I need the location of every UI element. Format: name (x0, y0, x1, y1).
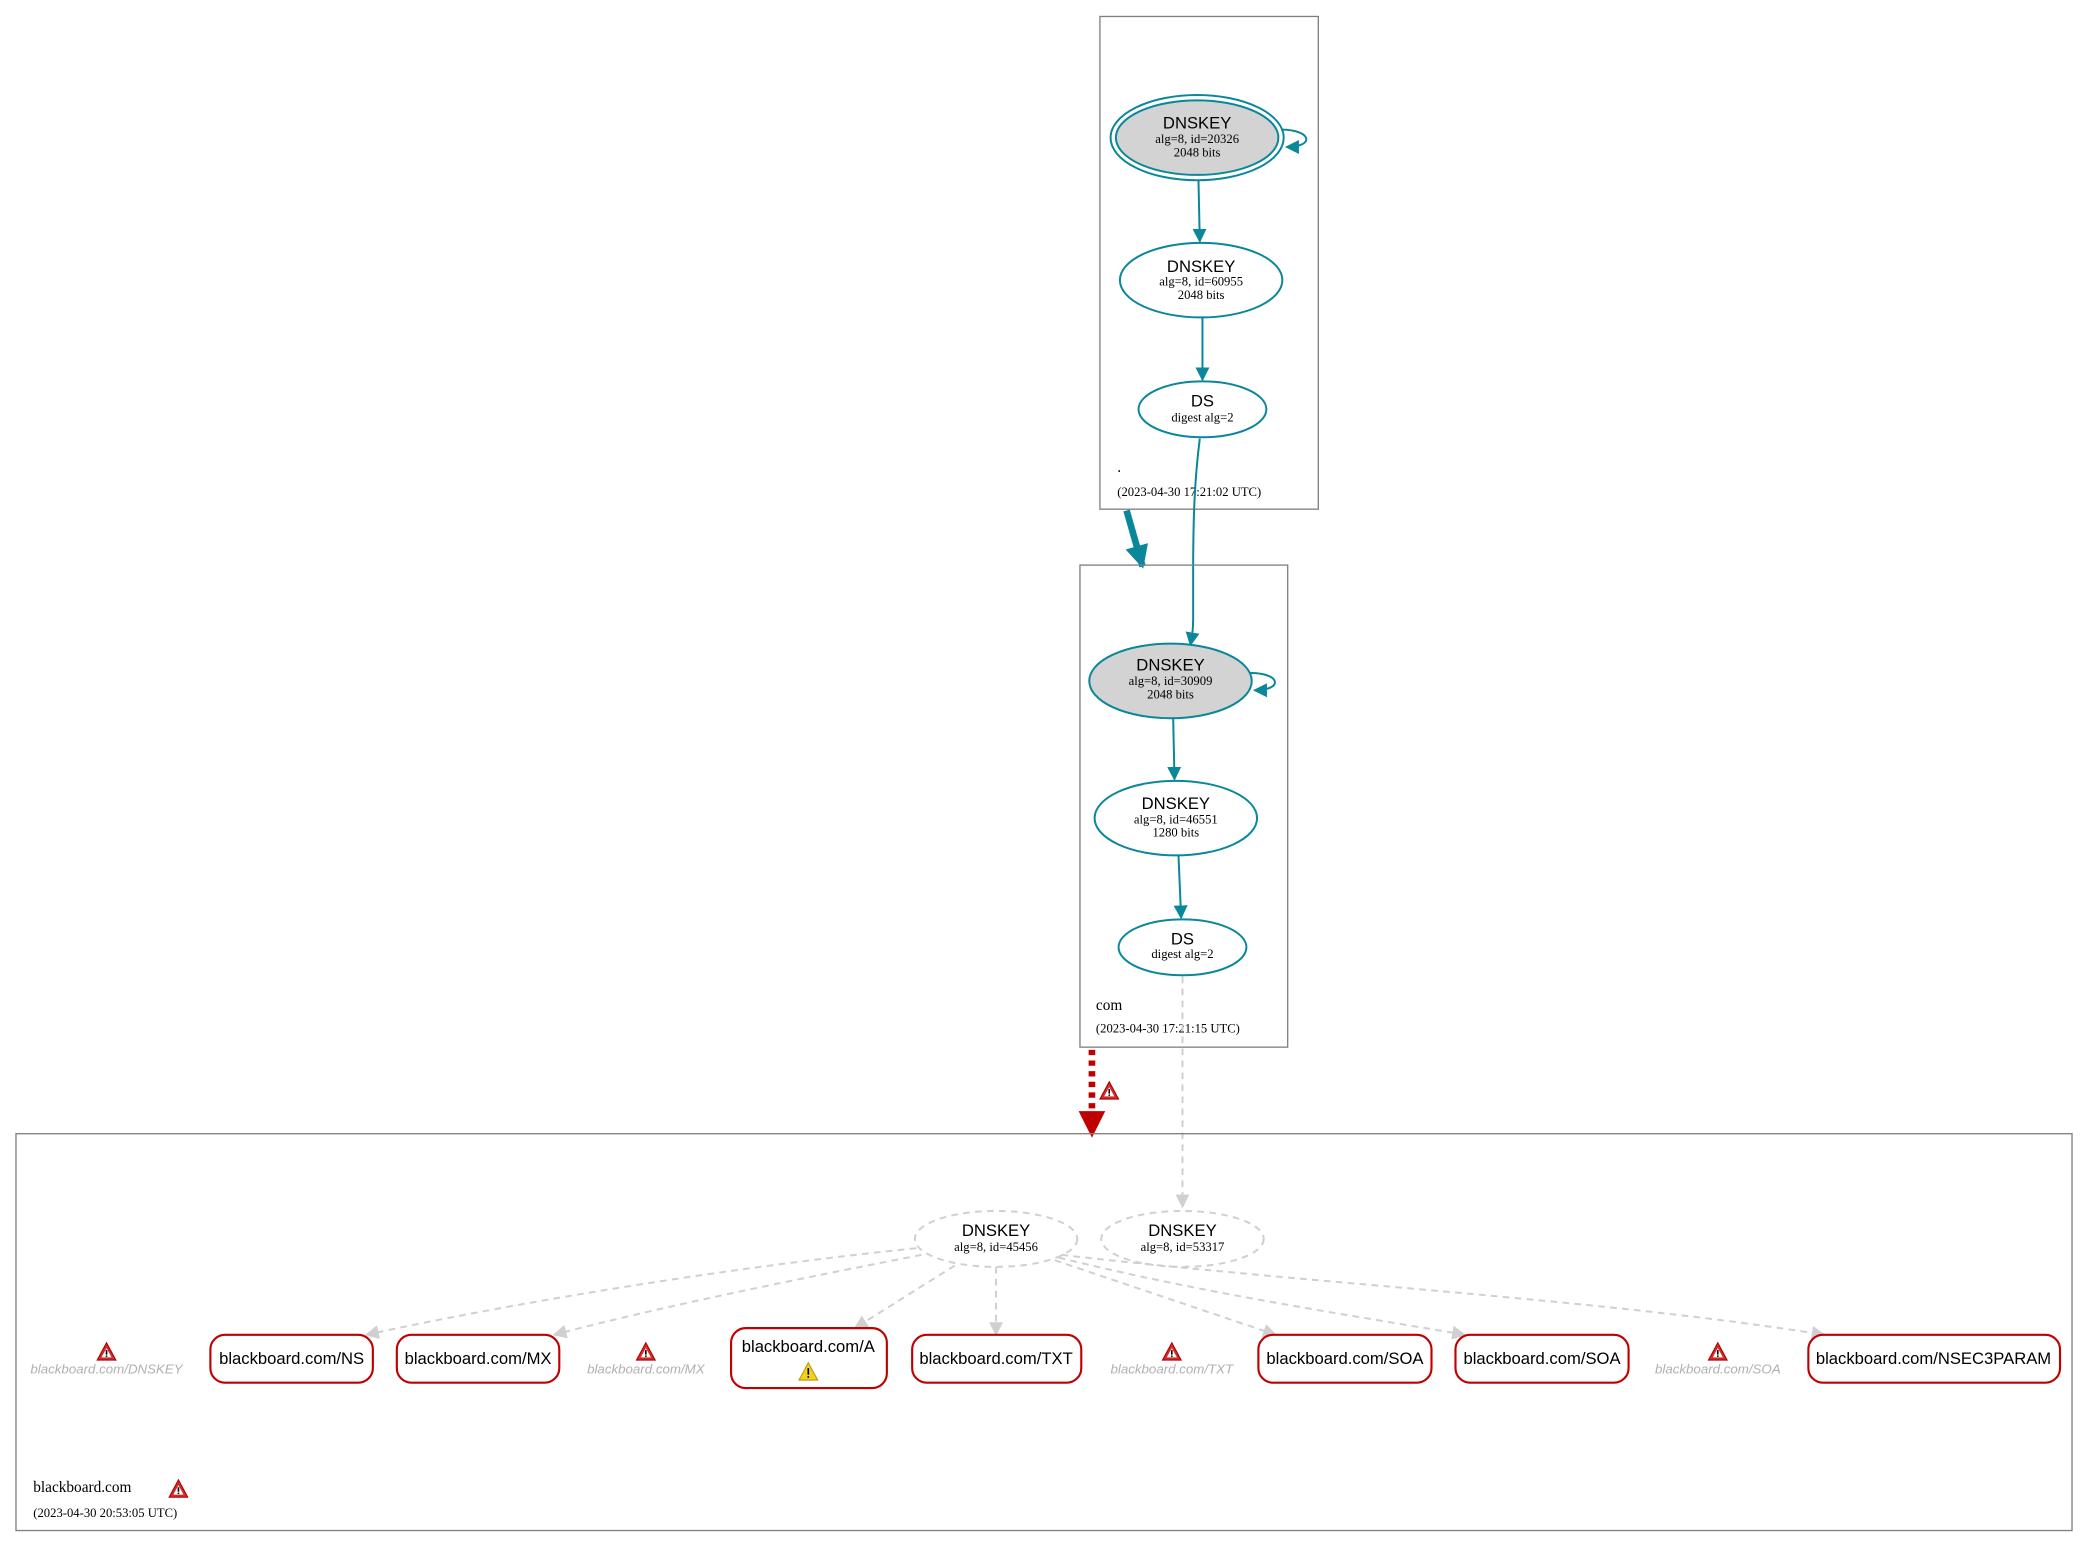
sign-edge (1173, 855, 1188, 920)
warning-icon (168, 1479, 189, 1498)
record-nsec3param[interactable]: blackboard.com/NSEC3PARAM (1807, 1333, 2062, 1384)
sign-edge (1167, 718, 1182, 781)
com-ds-node[interactable]: DS digest alg=2 (1117, 918, 1248, 977)
com-zsk-node[interactable]: DNSKEY alg=8, id=46551 1280 bits (1093, 779, 1259, 857)
missing-txt[interactable]: blackboard.com/TXT (1111, 1342, 1235, 1377)
zone-root-box (1099, 15, 1319, 510)
sign-edge-insecure (1061, 1253, 1826, 1340)
sign-edge (1192, 180, 1207, 243)
missing-label: blackboard.com/MX (587, 1361, 706, 1376)
record-label: blackboard.com/SOA (1266, 1349, 1424, 1368)
sign-edge-insecure (853, 1264, 956, 1329)
root-ds-node[interactable]: DS digest alg=2 (1137, 380, 1268, 439)
record-mx[interactable]: blackboard.com/MX (395, 1333, 561, 1384)
sign-edge-insecure (552, 1253, 922, 1339)
missing-dnskey[interactable]: blackboard.com/DNSKEY (30, 1342, 184, 1377)
node-key-size: 1280 bits (1152, 826, 1199, 840)
node-type: DNSKEY (1136, 655, 1204, 674)
sign-edge-insecure (1054, 1259, 1278, 1338)
missing-label: blackboard.com/DNSKEY (30, 1361, 183, 1376)
missing-label: blackboard.com/SOA (1655, 1361, 1781, 1376)
sign-edge-insecure (364, 1247, 917, 1339)
warning-icon (1161, 1342, 1182, 1361)
root-ksk-node[interactable]: DNSKEY alg=8, id=20326 2048 bits (1109, 94, 1285, 182)
node-key-size: 2048 bits (1147, 687, 1194, 701)
zone-name: . (1117, 459, 1121, 476)
self-sign-edge (1250, 671, 1276, 698)
node-key-info: alg=8, id=60955 (1159, 274, 1243, 288)
node-key-info: alg=8, id=45456 (954, 1240, 1038, 1254)
root-zsk-node[interactable]: DNSKEY alg=8, id=60955 2048 bits (1118, 241, 1284, 319)
zone-name: com (1096, 997, 1122, 1014)
record-txt[interactable]: blackboard.com/TXT (911, 1333, 1083, 1384)
zone-timestamp: (2023-04-30 17:21:15 UTC) (1096, 1022, 1240, 1036)
missing-mx[interactable]: blackboard.com/MX (587, 1342, 706, 1377)
zone-timestamp: (2023-04-30 17:21:02 UTC) (1117, 485, 1261, 499)
delegation-edge-secure (1123, 509, 1148, 569)
node-type: DS (1191, 392, 1214, 411)
record-label: blackboard.com/A (742, 1337, 876, 1356)
zone-root: DNSKEY alg=8, id=20326 2048 bits DNSKEY … (1099, 15, 1319, 510)
zone-com: DNSKEY alg=8, id=30909 2048 bits DNSKEY … (1079, 564, 1289, 1048)
node-key-size: 2048 bits (1178, 288, 1225, 302)
zone-com-box (1079, 564, 1289, 1048)
node-type: DNSKEY (962, 1221, 1030, 1240)
node-type: DNSKEY (1167, 257, 1235, 276)
ds-edge (1185, 438, 1201, 647)
record-label: blackboard.com/SOA (1463, 1349, 1621, 1368)
record-label: blackboard.com/NSEC3PARAM (1816, 1349, 2051, 1368)
com-ksk-node[interactable]: DNSKEY alg=8, id=30909 2048 bits (1088, 642, 1253, 720)
warning-icon (1707, 1342, 1728, 1361)
self-sign-edge (1281, 128, 1308, 154)
node-key-info: alg=8, id=53317 (1141, 1240, 1225, 1254)
node-type: DS (1171, 930, 1194, 949)
zone-timestamp: (2023-04-30 20:53:05 UTC) (33, 1506, 177, 1520)
missing-soa[interactable]: blackboard.com/SOA (1655, 1342, 1781, 1377)
record-label: blackboard.com/MX (405, 1349, 552, 1368)
missing-label: blackboard.com/TXT (1111, 1361, 1235, 1376)
warning-icon (635, 1342, 656, 1361)
warning-icon (96, 1342, 117, 1361)
record-label: blackboard.com/NS (219, 1349, 364, 1368)
zone-blackboard-box (15, 1133, 2073, 1532)
node-type: DNSKEY (1142, 794, 1210, 813)
sign-edge-insecure (1058, 1256, 1467, 1340)
record-soa[interactable]: blackboard.com/SOA (1257, 1333, 1433, 1384)
node-key-info: alg=8, id=20326 (1155, 132, 1239, 146)
record-a[interactable]: blackboard.com/A (730, 1327, 888, 1390)
record-ns[interactable]: blackboard.com/NS (209, 1333, 374, 1384)
node-digest: digest alg=2 (1171, 410, 1233, 424)
node-type: DNSKEY (1163, 113, 1231, 132)
node-digest: digest alg=2 (1151, 947, 1213, 961)
node-type: DNSKEY (1148, 1221, 1216, 1240)
warning-icon (1099, 1081, 1120, 1100)
record-soa[interactable]: blackboard.com/SOA (1454, 1333, 1630, 1384)
node-key-info: alg=8, id=30909 (1129, 674, 1213, 688)
node-key-size: 2048 bits (1174, 145, 1221, 159)
zone-name: blackboard.com (33, 1479, 131, 1496)
zone-blackboard: DNSKEY alg=8, id=45456 DNSKEY alg=8, id=… (15, 1133, 2073, 1532)
dnskey-53317-node[interactable]: DNSKEY alg=8, id=53317 (1100, 1209, 1265, 1268)
dnskey-45456-node[interactable]: DNSKEY alg=8, id=45456 (913, 1209, 1079, 1268)
node-key-info: alg=8, id=46551 (1134, 812, 1218, 826)
record-label: blackboard.com/TXT (919, 1349, 1072, 1368)
